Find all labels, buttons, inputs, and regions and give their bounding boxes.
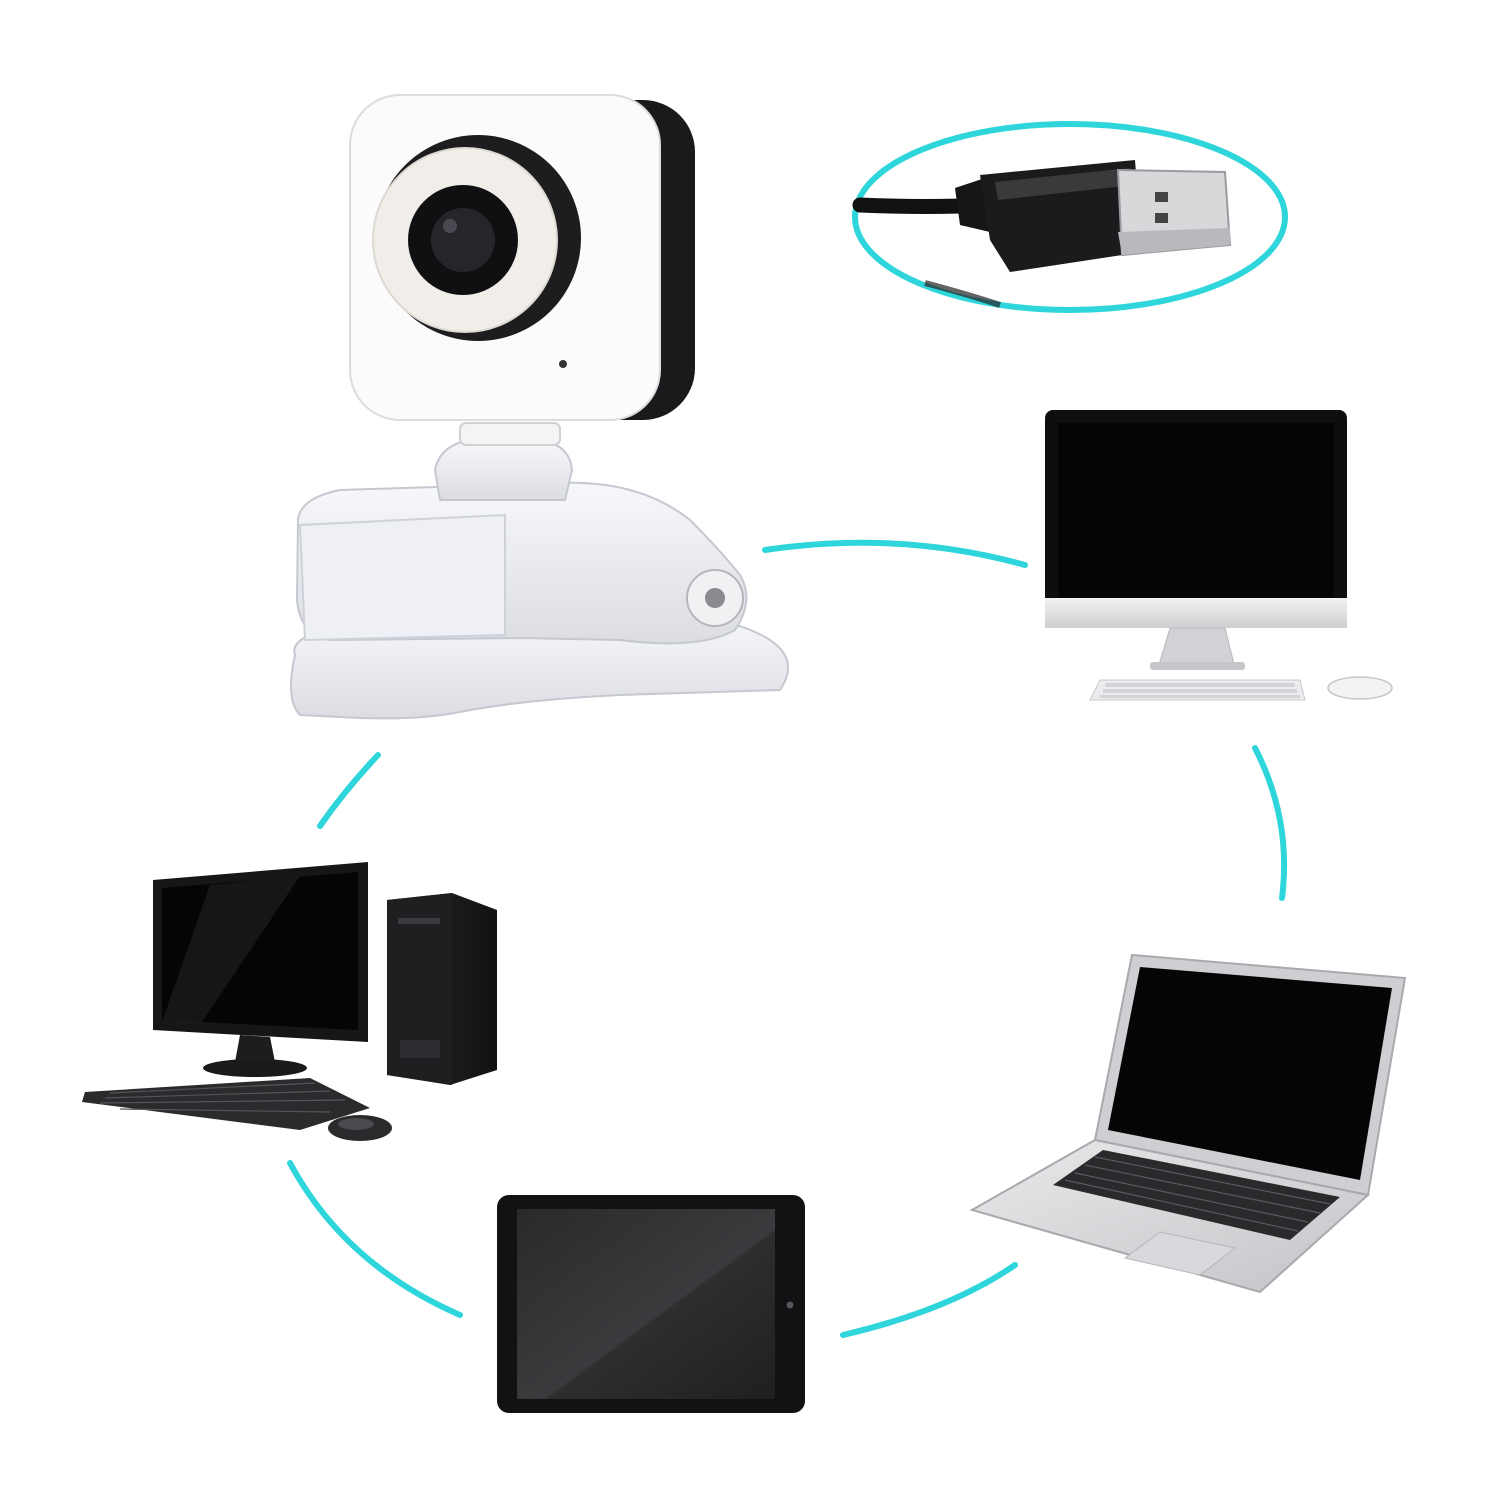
desktop-tower-front — [387, 893, 452, 1085]
webcam-icon — [290, 94, 789, 720]
webcam-joint — [459, 422, 561, 446]
usb-metal-shade — [1118, 228, 1230, 255]
usb-strain-relief — [955, 178, 990, 232]
laptop-screen — [1108, 967, 1392, 1180]
imac-mouse — [1327, 676, 1393, 700]
connector-laptop-to-tablet — [840, 1262, 1018, 1338]
desktop-monitor-neck — [235, 1035, 275, 1062]
usb-cable-tail — [924, 280, 1001, 308]
tablet-icon — [497, 1195, 805, 1413]
webcam-indicator-light — [559, 360, 567, 368]
imac-stand-foot — [1150, 662, 1245, 670]
desktop-keyboard — [82, 1078, 370, 1130]
connector-imac-to-laptop — [1252, 745, 1288, 901]
usb-hole-1 — [1155, 192, 1168, 202]
usb-highlight-ring — [852, 121, 1288, 313]
webcam-lens-glint — [443, 219, 457, 233]
desktop-tower-icon — [82, 862, 497, 1141]
laptop-icon — [969, 953, 1407, 1294]
laptop-keyboard — [1053, 1150, 1340, 1240]
usb-plug-icon — [852, 121, 1288, 313]
desktop-mouse-top — [338, 1118, 374, 1130]
webcam-lens-inner — [431, 208, 495, 272]
tablet-screen — [517, 1209, 775, 1399]
desktop-monitor-glare — [162, 876, 300, 1025]
connector-tablet-to-desktop — [287, 1160, 463, 1318]
webcam-neck — [433, 439, 574, 501]
desktop-monitor-icon — [1045, 410, 1393, 701]
imac-chin — [1045, 598, 1347, 628]
imac-keyboard-keys — [1100, 683, 1300, 698]
tablet-camera — [786, 1301, 794, 1309]
laptop-trackpad — [1123, 1231, 1237, 1276]
desktop-tower-ports — [400, 1040, 440, 1058]
desktop-tower-drive — [398, 918, 440, 924]
desktop-keyboard-keys — [99, 1082, 346, 1113]
webcam-hinge-screw — [705, 588, 725, 608]
desktop-monitor-foot — [203, 1059, 307, 1077]
laptop-keyboard-keys — [1064, 1156, 1331, 1232]
usb-body-highlight — [995, 168, 1133, 200]
webcam-clip-block — [298, 513, 506, 642]
connector-webcam-to-imac — [762, 539, 1028, 568]
usb-hole-2 — [1155, 213, 1168, 223]
connector-lines — [287, 539, 1288, 1338]
imac-screen — [1058, 423, 1334, 615]
connector-desktop-to-webcam — [317, 752, 381, 829]
